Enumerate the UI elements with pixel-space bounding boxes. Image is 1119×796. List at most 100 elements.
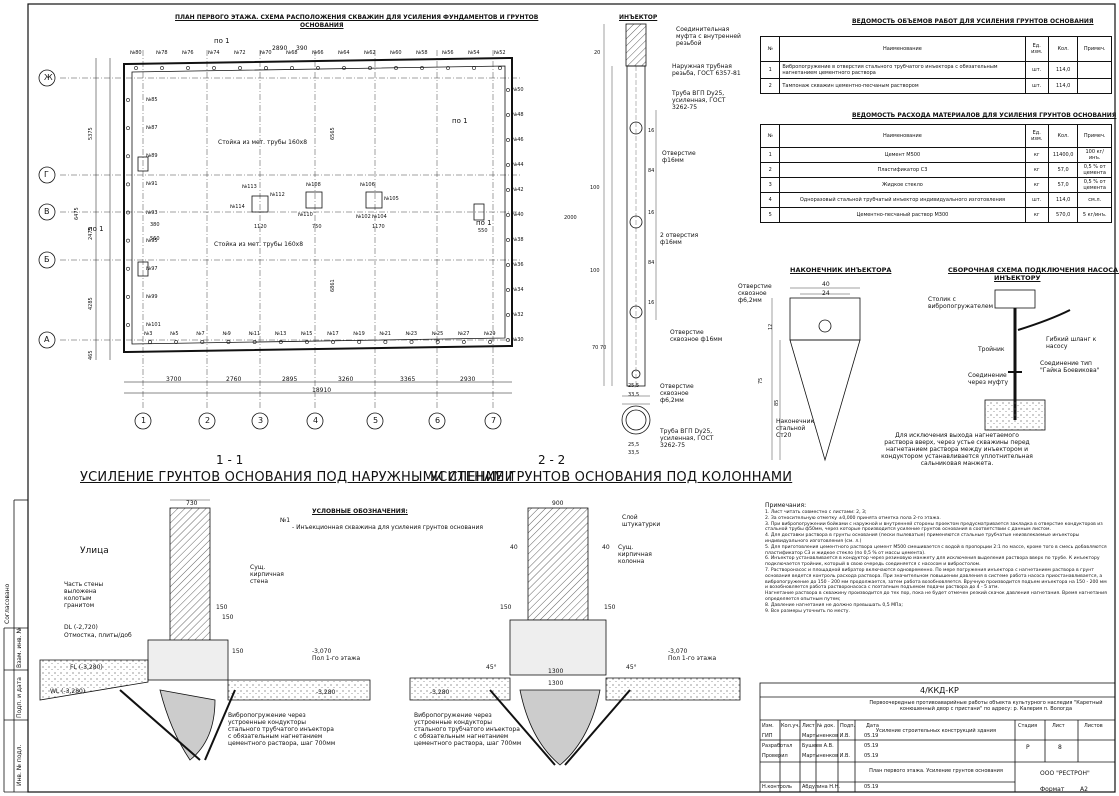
table1-cell: 2 (759, 78, 781, 94)
well-label: №21 (379, 331, 391, 337)
well-marker (506, 138, 510, 142)
note-item: 2. За относительную отметку ±0,000 приня… (765, 515, 941, 521)
well-label: №87 (146, 125, 158, 132)
well-label: №19 (353, 331, 365, 337)
table2-cell: 0,5 % от цемента (1077, 177, 1112, 193)
section1-level-3: WL (-3,280) (50, 688, 86, 695)
table2-cell: Цементно-песчаный раствор М300 (779, 207, 1026, 223)
section-2-drawing (409, 507, 741, 766)
section2-dim-4: 150 (500, 604, 512, 611)
stamp-role-2: Разработал (762, 743, 793, 749)
table2-cell: Пластификатор С3 (779, 162, 1026, 178)
axis-col-7: 7 (491, 416, 497, 425)
stamp-list-h: Лист (1052, 723, 1065, 729)
section1-title: УСИЛЕНИЕ ГРУНТОВ ОСНОВАНИЯ ПОД НАРУЖНЫМИ… (80, 470, 515, 485)
stamp-h-list: Лист (802, 723, 815, 729)
injector-label-1: Соединительная муфта с внутренней резьбо… (676, 26, 741, 47)
stamp-format: А2 (1080, 786, 1088, 793)
well-marker (305, 340, 309, 344)
section2-dim-8: 45° (486, 664, 497, 671)
well-label: №91 (146, 181, 158, 188)
well-label: №76 (182, 50, 194, 56)
section-mark-3: по 1 (88, 225, 104, 233)
injector-dim: 70 (592, 345, 599, 351)
table1-cell: 114,0 (1047, 78, 1079, 94)
stamp-role-4: Н.контроль (762, 784, 792, 790)
table2-cell: 57,0 (1047, 177, 1079, 193)
well-label: №25 (431, 331, 444, 337)
well-marker (368, 66, 372, 70)
stamp-sheet-title: Усиление строительных конструкций здания (876, 728, 996, 734)
pump-title-line2: ИНЪЕКТОРУ (994, 274, 1041, 282)
table2-cell: 3 (759, 177, 781, 193)
table2-cell: Жидкое стекло (779, 177, 1026, 193)
tip-dim-40: 40 (822, 281, 830, 288)
well-marker (435, 340, 440, 344)
section-mark-4: по 1 (476, 219, 492, 227)
col-dim-6: 560 (150, 236, 160, 242)
stamp-drawing-title: План первого этажа. Усиление грунтов осн… (869, 768, 1003, 774)
note-item: 9. Все размеры уточнить по месту. (765, 608, 850, 614)
well-marker (160, 66, 164, 70)
well-marker (126, 182, 130, 187)
note-item: 1. Лист читать совместно с листами: 2, 3… (765, 510, 867, 515)
section-mark-1: по 1 (214, 37, 230, 45)
dim-left-4: 4285 (88, 297, 94, 310)
table2-cell: 114,0 (1047, 192, 1079, 208)
section1-dim-2: 150 (216, 604, 228, 611)
well-marker (331, 340, 335, 344)
injector-label-6: Отверстие сквозное ф16мм (670, 329, 723, 343)
table1-header-qty: Кол. (1047, 36, 1079, 62)
well-marker (506, 88, 510, 92)
well-label: №54 (468, 50, 480, 56)
stamp-h-sign: Подп. (840, 723, 856, 729)
legend-title: УСЛОВНЫЕ ОБОЗНАЧЕНИЯ: (312, 508, 408, 515)
well-marker (394, 66, 398, 70)
section2-dim-3: 40 (602, 544, 610, 551)
tip-drawing (771, 287, 861, 462)
stamp-stage-h: Стадия (1018, 723, 1038, 729)
well-label: №93 (146, 209, 158, 216)
injector-dim: 16 (648, 210, 655, 216)
well-label: №104 (372, 214, 387, 220)
axis-row-zh: Ж (44, 73, 53, 82)
table1-title: ВЕДОМОСТЬ ОБЪЕМОВ РАБОТ ДЛЯ УСИЛЕНИЯ ГРУ… (852, 18, 1094, 25)
table1-header-no: № (759, 36, 781, 62)
dim-bottom-3: 2895 (282, 376, 298, 383)
section2-dim-9: 45° (626, 664, 637, 671)
well-label: №48 (512, 112, 524, 118)
floor-plan (60, 50, 520, 410)
well-label: №72 (234, 50, 246, 56)
injector-dim: 84 (648, 168, 655, 174)
dim-left-2: 6475 (74, 207, 80, 220)
table2-cell: шт. (1024, 192, 1049, 208)
well-label: №89 (146, 153, 158, 160)
stamp-name-2: Бушеев А.В. (802, 743, 834, 749)
axis-row-v: В (44, 207, 50, 216)
section1-street: Улица (80, 546, 109, 556)
well-marker (409, 340, 414, 344)
stamp-date-2: 05.19 (864, 743, 879, 749)
well-label: №40 (512, 212, 524, 218)
note-stoika-1: Стойка из мет. трубы 160х8 (218, 139, 308, 146)
stamp-stage: Р (1026, 744, 1030, 751)
col-dim-3: 1170 (372, 224, 385, 230)
side-label-vzam: Взам. инв. № (16, 627, 23, 668)
well-label: №46 (512, 137, 524, 143)
plan-title-line2: ОСНОВАНИЯ (300, 22, 344, 29)
dim-bottom-5: 3365 (400, 376, 416, 383)
table1-header-name: Наименование (779, 36, 1026, 62)
well-marker (506, 188, 510, 192)
dim-interior-2: 6861 (330, 279, 336, 292)
note-item: 4. Для доставки раствора в грунты основа… (765, 533, 1080, 544)
stamp-h-izm: Изм. (762, 723, 774, 729)
table2-cell: кг (1024, 147, 1049, 163)
note-item: 7. Растворонасос и площадной вибратор вк… (765, 567, 1107, 591)
pump-note: Для исключения выхода нагнетаемого раств… (881, 432, 1033, 467)
well-label: №13 (274, 331, 287, 337)
well-label: №52 (494, 50, 506, 56)
section2-label-2: Сущ. кирпичная колонна (618, 544, 652, 565)
axis-row-g: Г (44, 170, 49, 179)
injector-dim: 100 (590, 185, 600, 191)
